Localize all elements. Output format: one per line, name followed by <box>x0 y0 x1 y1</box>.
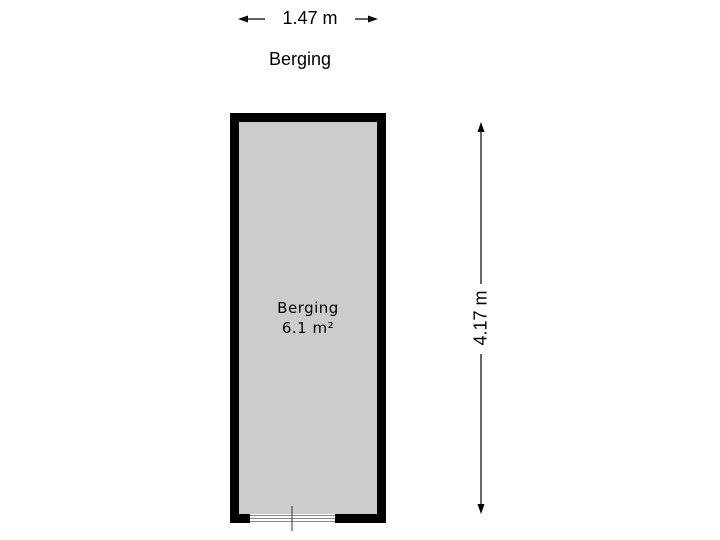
door-opening <box>250 506 335 531</box>
arrow-up-icon <box>477 122 485 132</box>
height-dimension-line <box>477 122 485 514</box>
arrow-down-icon <box>477 504 485 514</box>
arrow-left-icon <box>238 15 248 23</box>
height-dimension-label: 4.17 m <box>470 286 492 350</box>
room-floor-fill <box>239 122 377 514</box>
width-dimension-label: 1.47 m <box>265 8 355 29</box>
floor-title: Berging <box>268 49 332 69</box>
room-label: Berging 6.1 m² <box>239 298 377 338</box>
room-area: 6.1 m² <box>281 319 335 337</box>
room-name: Berging <box>277 299 339 317</box>
arrow-right-icon <box>368 15 378 23</box>
